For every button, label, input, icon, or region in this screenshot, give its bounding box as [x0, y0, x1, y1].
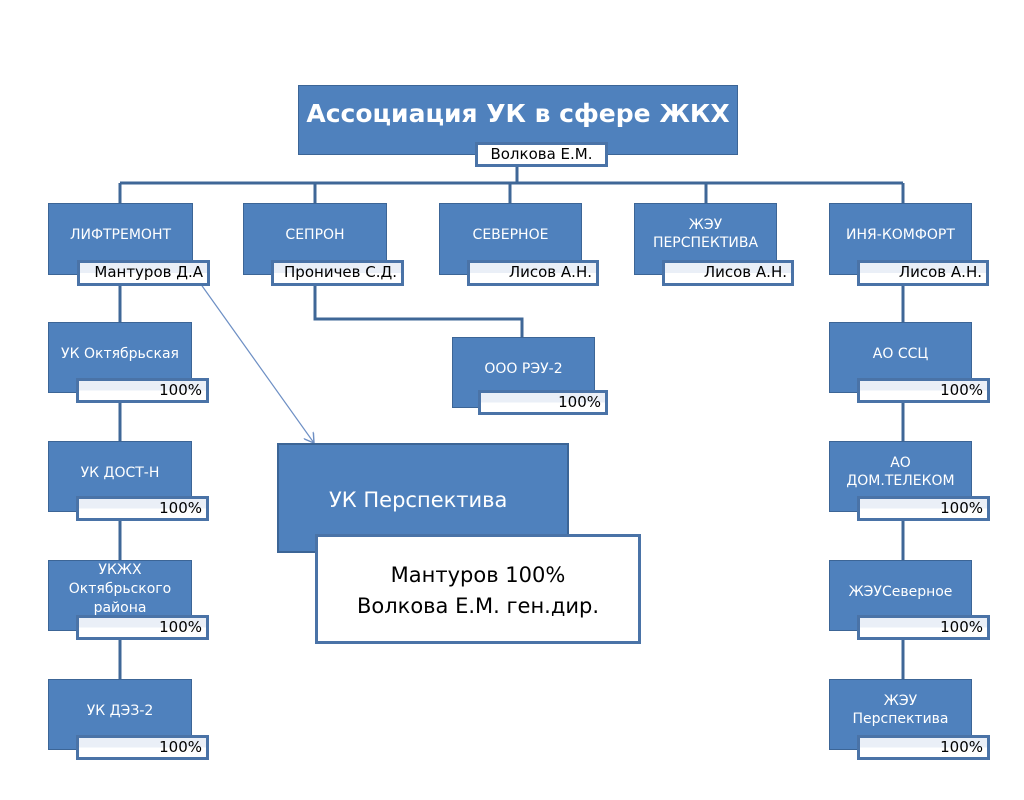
root-title: Ассоциация УК в сфере ЖКХ: [306, 99, 730, 128]
node-title: УК ДОСТ-Н: [80, 465, 160, 481]
person-label: Лисов А.Н.: [857, 260, 989, 286]
node-title: УК ДЭЗ-2: [86, 703, 154, 719]
uk-perspektiva-details: Мантуров 100% Волкова Е.М. ген.дир.: [315, 534, 641, 644]
share-label: 100%: [478, 390, 608, 415]
share-label: 100%: [857, 735, 990, 760]
share-label: 100%: [857, 615, 990, 640]
node-title: ЖЭУ Перспектива: [852, 693, 949, 727]
node-title: УКЖХ Октябрьского района: [68, 562, 172, 616]
share-label: 100%: [76, 735, 209, 760]
root-person-label: Волкова Е.М.: [475, 142, 608, 167]
person-label: Мантуров Д.А: [77, 260, 210, 286]
node-title: АО ССЦ: [872, 346, 929, 362]
share-label: 100%: [76, 496, 209, 521]
node-title: ЛИФТРЕМОНТ: [69, 227, 172, 243]
ownership-arrow: [199, 282, 314, 443]
share-label: 100%: [76, 615, 209, 640]
node-title: ООО РЭУ-2: [484, 361, 563, 377]
share-label: 100%: [857, 496, 990, 521]
node-title: ЖЭУ ПЕРСПЕКТИВА: [652, 217, 759, 251]
person-label: Проничев С.Д.: [271, 260, 404, 286]
owner-line: Мантуров 100%: [390, 563, 566, 587]
director-line: Волкова Е.М. ген.дир.: [356, 594, 600, 618]
share-label: 100%: [857, 378, 990, 403]
node-title: УК Октябрьская: [61, 346, 179, 362]
share-label: 100%: [76, 378, 209, 403]
node-title: СЕВЕРНОЕ: [472, 227, 549, 243]
node-title: СЕПРОН: [285, 227, 345, 243]
person-label: Лисов А.Н.: [662, 260, 794, 286]
person-label: Лисов А.Н.: [467, 260, 599, 286]
sepron-child-connector: [313, 285, 524, 337]
node-title: ЖЭУСеверное: [848, 584, 953, 600]
node-title: УК Перспектива: [329, 488, 508, 512]
node-title: ИНЯ-КОМФОРТ: [846, 227, 955, 243]
node-title: АО ДОМ.ТЕЛЕКОМ: [846, 455, 955, 489]
